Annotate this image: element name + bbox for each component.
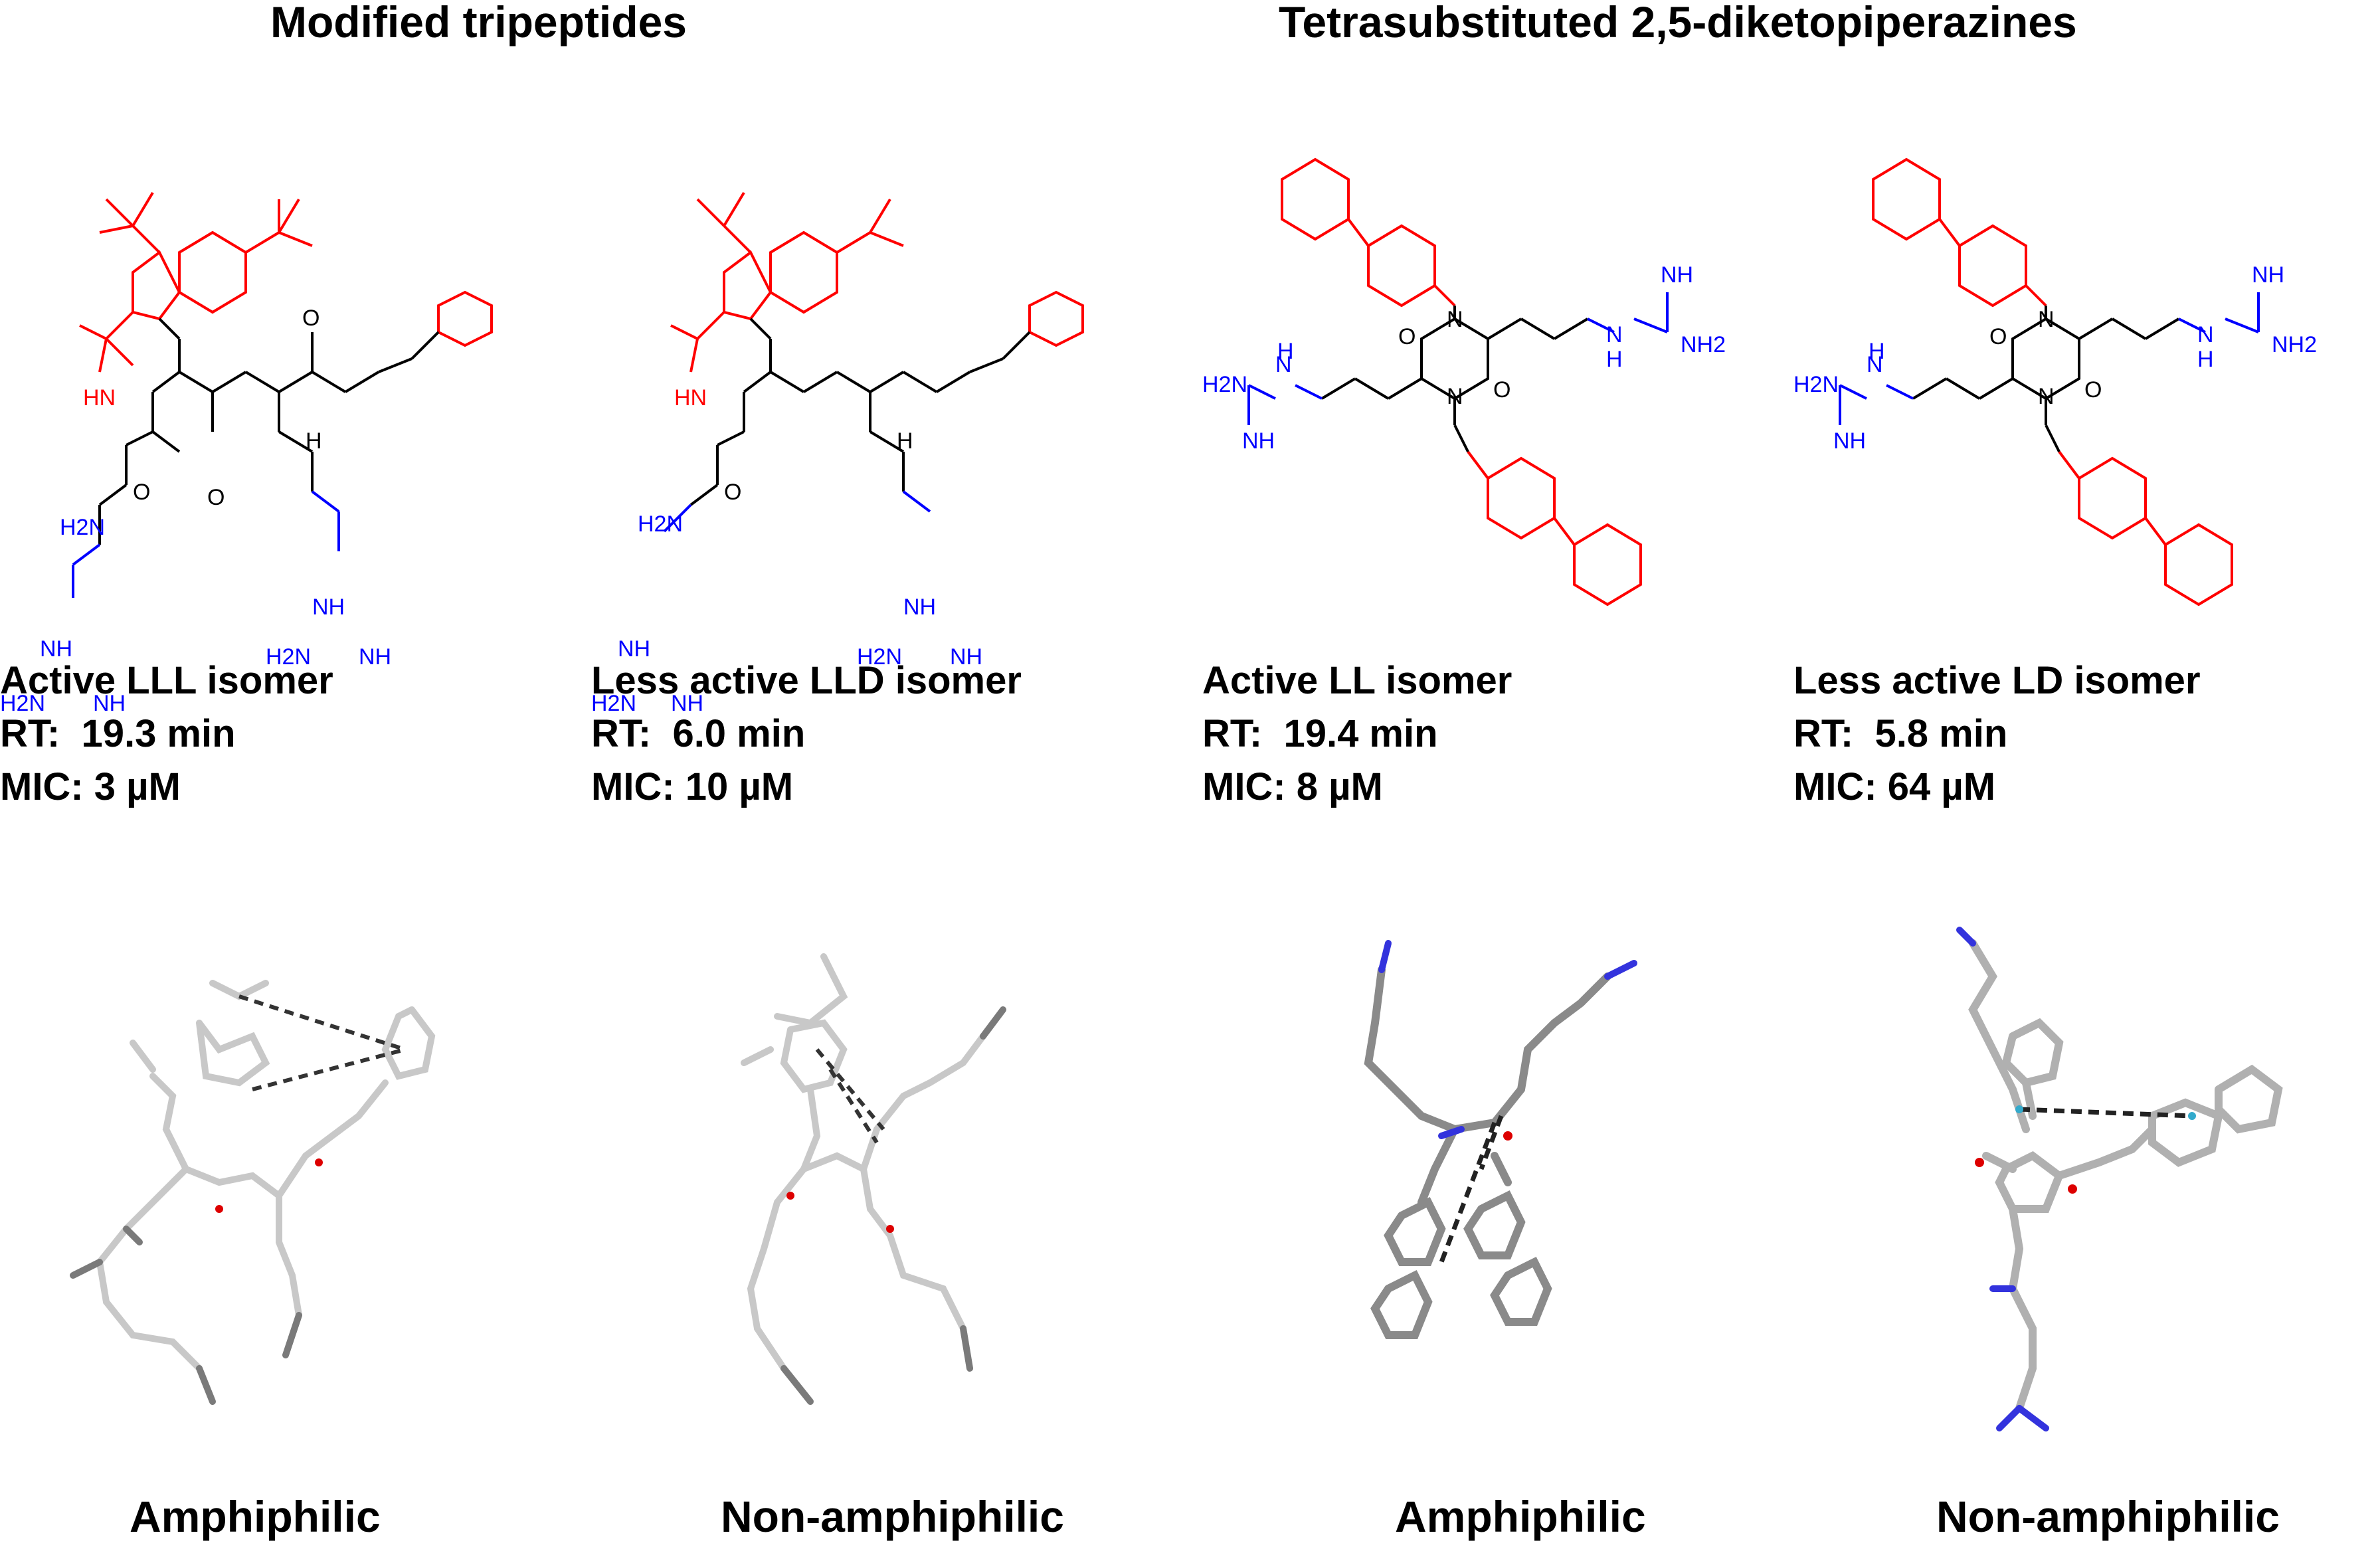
svg-text:N: N bbox=[1447, 307, 1463, 332]
svg-text:N: N bbox=[1447, 384, 1463, 409]
caption-non-amphiphilic: Non-amphiphilic bbox=[721, 1492, 1064, 1541]
svg-text:H2N: H2N bbox=[266, 644, 311, 670]
header-diketopiperazines: Tetrasubstituted 2,5-diketopiperazines bbox=[1279, 0, 2077, 46]
svg-text:H2N: H2N bbox=[638, 511, 683, 537]
svg-text:NH: NH bbox=[950, 644, 982, 670]
svg-text:H: H bbox=[1869, 339, 1885, 364]
svg-text:H: H bbox=[1277, 339, 1294, 364]
atom-labels: NH H2N N H NH2 NH H N O N N O bbox=[1202, 262, 1726, 454]
svg-text:O: O bbox=[2084, 377, 2102, 403]
svg-text:O: O bbox=[207, 485, 225, 510]
retention-time: RT: 19.3 min bbox=[0, 712, 236, 755]
hydrophobic-biphenyl-groups bbox=[1281, 157, 1642, 606]
svg-text:NH2: NH2 bbox=[2272, 332, 2317, 357]
svg-text:NH: NH bbox=[1242, 428, 1275, 454]
isomer-info: Active LLL isomer RT: 19.3 min MIC: 3 µM bbox=[0, 654, 333, 814]
svg-text:N: N bbox=[1867, 352, 1883, 377]
peptide-backbone bbox=[98, 318, 440, 545]
conformer-model-ll bbox=[1364, 940, 1637, 1339]
svg-text:N: N bbox=[1606, 322, 1623, 347]
atom-labels: HN O H2N NH H2N NH NH H2N NH H bbox=[591, 385, 982, 716]
svg-text:O: O bbox=[1398, 324, 1416, 349]
structure-dkp-ll: NH H2N N H NH2 NH H N O N N O bbox=[1202, 157, 1726, 606]
svg-text:NH: NH bbox=[903, 595, 936, 620]
isomer-title: Less active LD isomer bbox=[1793, 659, 2201, 702]
cationic-guanidine-groups bbox=[72, 490, 340, 598]
mic-value: MIC: 3 µM bbox=[0, 765, 181, 808]
cationic-guanidine-groups bbox=[663, 490, 931, 533]
cationic-guanidine-groups bbox=[1839, 292, 2260, 425]
atom-labels: NH H2N N H NH2 NH H N O N N O bbox=[1793, 262, 2317, 454]
svg-text:H: H bbox=[306, 428, 322, 454]
peptide-backbone bbox=[689, 318, 1031, 506]
isomer-info: Active LL isomer RT: 19.4 min MIC: 8 µM bbox=[1202, 654, 1512, 814]
svg-text:N: N bbox=[2038, 384, 2055, 409]
conformer-model-lld bbox=[741, 953, 1006, 1405]
svg-text:O: O bbox=[724, 480, 741, 505]
svg-text:NH: NH bbox=[671, 691, 703, 716]
svg-text:NH: NH bbox=[359, 644, 391, 670]
caption-amphiphilic: Amphiphilic bbox=[1395, 1492, 1646, 1541]
svg-text:NH: NH bbox=[1833, 428, 1866, 454]
atom-labels: HN O H2N NH H2N NH NH H2N NH H O O bbox=[0, 306, 391, 716]
svg-text:O: O bbox=[1989, 324, 2007, 349]
svg-text:H2N: H2N bbox=[1793, 372, 1839, 397]
mic-value: MIC: 10 µM bbox=[591, 765, 794, 808]
structure-tripeptide-lld: HN O H2N NH H2N NH NH H2N NH H bbox=[591, 191, 1084, 716]
hydrophobic-indole-group bbox=[79, 191, 493, 373]
header-modified-tripeptides: Modified tripeptides bbox=[270, 0, 687, 46]
structure-tripeptide-lll: HN O H2N NH H2N NH NH H2N NH H O O bbox=[0, 191, 493, 716]
svg-text:N: N bbox=[2197, 322, 2214, 347]
hydrophobic-indole-group bbox=[670, 191, 1084, 373]
structure-dkp-ld: NH H2N N H NH2 NH H N O N N O bbox=[1793, 157, 2317, 606]
caption-amphiphilic: Amphiphilic bbox=[130, 1492, 381, 1541]
mic-value: MIC: 8 µM bbox=[1202, 765, 1383, 808]
svg-text:HN: HN bbox=[674, 385, 707, 411]
svg-text:HN: HN bbox=[83, 385, 116, 411]
svg-text:O: O bbox=[1493, 377, 1510, 403]
svg-text:NH: NH bbox=[2252, 262, 2284, 288]
svg-text:NH: NH bbox=[93, 691, 126, 716]
svg-text:O: O bbox=[302, 306, 320, 331]
svg-text:H2N: H2N bbox=[591, 691, 636, 716]
caption-non-amphiphilic: Non-amphiphilic bbox=[1936, 1492, 2280, 1541]
svg-text:NH: NH bbox=[1661, 262, 1693, 288]
isomer-info: Less active LLD isomer RT: 6.0 min MIC: … bbox=[591, 654, 1022, 814]
svg-text:NH: NH bbox=[312, 595, 345, 620]
retention-time: RT: 19.4 min bbox=[1202, 712, 1438, 755]
mic-value: MIC: 64 µM bbox=[1793, 765, 1996, 808]
svg-text:NH2: NH2 bbox=[1681, 332, 1726, 357]
svg-text:H: H bbox=[2197, 347, 2214, 372]
svg-text:H: H bbox=[1606, 347, 1623, 372]
svg-text:H: H bbox=[897, 428, 913, 454]
conformer-model-ld bbox=[1956, 927, 2283, 1431]
svg-text:NH: NH bbox=[618, 636, 650, 662]
isomer-title: Less active LLD isomer bbox=[591, 659, 1022, 702]
isomer-info: Less active LD isomer RT: 5.8 min MIC: 6… bbox=[1793, 654, 2201, 814]
svg-text:H2N: H2N bbox=[857, 644, 902, 670]
retention-time: RT: 6.0 min bbox=[591, 712, 806, 755]
svg-text:NH: NH bbox=[40, 636, 72, 662]
cationic-guanidine-groups bbox=[1247, 292, 1669, 425]
retention-time: RT: 5.8 min bbox=[1793, 712, 2008, 755]
isomer-title: Active LL isomer bbox=[1202, 659, 1512, 702]
hydrophobic-biphenyl-groups bbox=[1872, 157, 2233, 606]
diketopiperazine-core bbox=[1912, 306, 2180, 452]
diketopiperazine-core bbox=[1321, 306, 1589, 452]
svg-text:H2N: H2N bbox=[0, 691, 45, 716]
svg-text:N: N bbox=[2038, 307, 2055, 332]
isomer-title: Active LLL isomer bbox=[0, 659, 333, 702]
svg-text:H2N: H2N bbox=[60, 515, 105, 540]
svg-text:H2N: H2N bbox=[1202, 372, 1247, 397]
svg-text:N: N bbox=[1275, 352, 1292, 377]
svg-text:O: O bbox=[133, 480, 150, 505]
conformer-model-lll bbox=[70, 980, 436, 1405]
